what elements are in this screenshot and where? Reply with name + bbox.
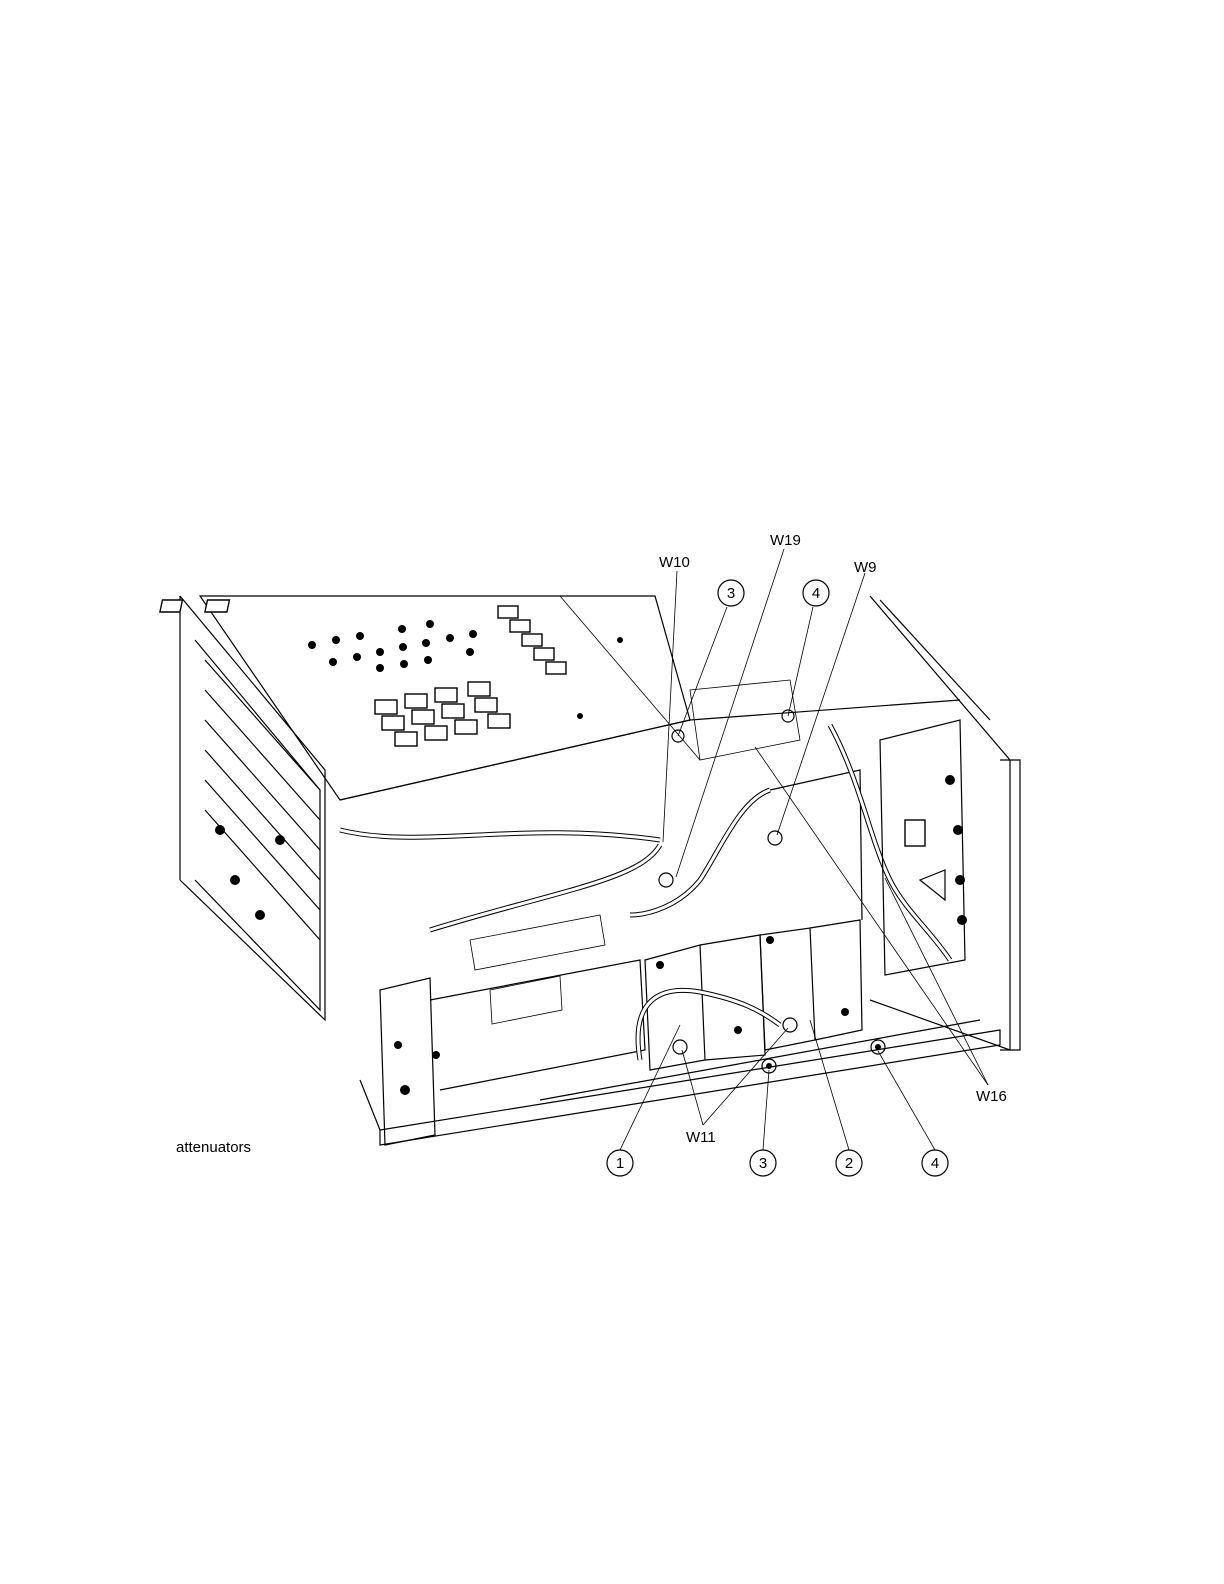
balloon-bottom-2-label: 2 <box>845 1155 853 1172</box>
cable-w19 <box>430 845 660 930</box>
callout-w16: W16 <box>976 1088 1007 1105</box>
balloon-bottom-3: 3 <box>750 1150 776 1176</box>
balloon-bottom-2: 2 <box>836 1150 862 1176</box>
balloon-bottom-1: 1 <box>607 1150 633 1176</box>
balloon-bottom-1-label: 1 <box>616 1155 624 1172</box>
callout-w19: W19 <box>770 532 801 549</box>
front-bracket <box>380 915 645 1145</box>
callout-w10: W10 <box>659 554 690 571</box>
balloon-top-4: 4 <box>803 580 829 606</box>
right-panel-details <box>880 720 967 975</box>
callout-w11: W11 <box>686 1129 716 1146</box>
leader-lines <box>620 549 988 1150</box>
balloon-bottom-4: 4 <box>922 1150 948 1176</box>
deck-holes <box>308 620 623 719</box>
cable-w10 <box>340 830 660 840</box>
balloon-bottom-3-label: 3 <box>759 1155 767 1172</box>
left-side-boards <box>205 660 320 940</box>
cable-w11 <box>638 990 780 1060</box>
attenuator-bracket-2 <box>760 770 862 1050</box>
chassis-outline <box>180 596 1020 1145</box>
callout-w9: W9 <box>854 559 877 576</box>
cable-w16 <box>830 725 950 960</box>
deck-square-cutouts <box>160 600 566 746</box>
figure-caption: attenuators <box>176 1139 251 1156</box>
balloon-top-3: 3 <box>718 580 744 606</box>
balloon-top-3-label: 3 <box>727 585 735 602</box>
attenuator-bracket-1 <box>645 935 765 1070</box>
balloon-top-4-label: 4 <box>812 585 820 602</box>
balloon-bottom-4-label: 4 <box>931 1155 939 1172</box>
